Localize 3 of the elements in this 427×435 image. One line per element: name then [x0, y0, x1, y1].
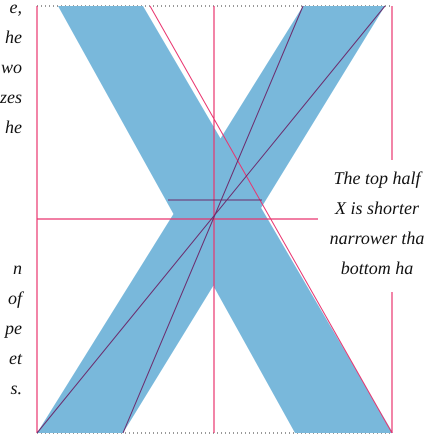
paragraph: e, he wo zes he: [0, 0, 22, 139]
paragraph: The top half X is shorter narrower tha bottom ha: [328, 167, 426, 280]
paragraph: n of pe et s.: [5, 257, 22, 400]
